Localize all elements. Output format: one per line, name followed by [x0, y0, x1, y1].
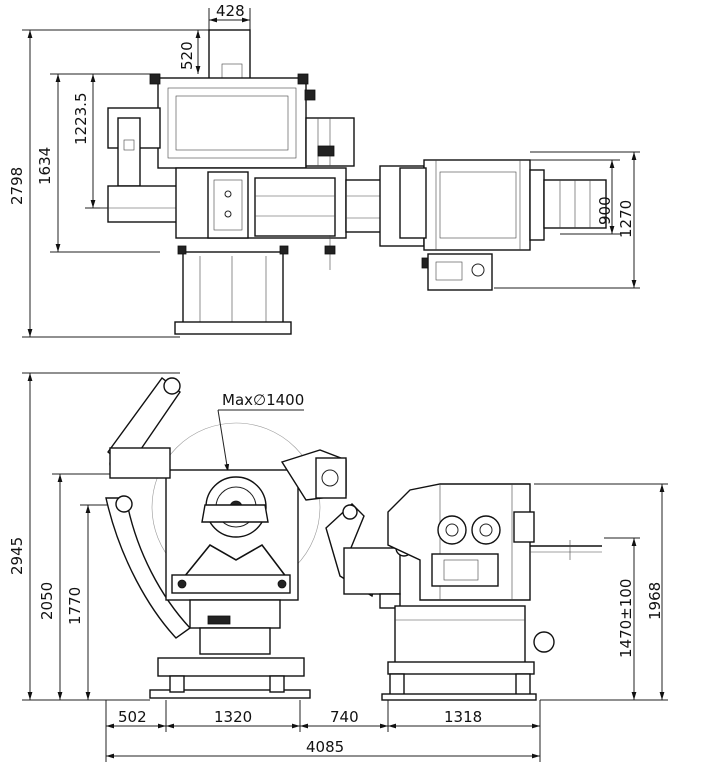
dim-900: 900 [530, 159, 620, 235]
coil-max-label: Max∅1400 [222, 391, 304, 409]
top-view: 428 520 2798 1634 1223.5 [8, 2, 640, 338]
dim-2050: 2050 [38, 473, 110, 700]
dim-label-2945: 2945 [8, 537, 26, 575]
dim-1770: 1770 [66, 504, 110, 700]
coil-label-group: Max∅1400 [217, 391, 304, 473]
dim-1968: 1968 [534, 483, 668, 701]
dim-label-1223: 1223.5 [72, 93, 90, 146]
dim-label-1320: 1320 [214, 708, 252, 726]
dim-label-1634: 1634 [36, 147, 54, 185]
dim-label-2798: 2798 [8, 167, 26, 205]
dim-label-900: 900 [596, 196, 614, 225]
dim-label-1270: 1270 [617, 200, 635, 238]
dim-label-520: 520 [178, 41, 196, 70]
dim-label-4085: 4085 [306, 738, 344, 756]
dim-bottom-segments: 502 1320 740 1318 [105, 700, 541, 762]
dim-label-1968: 1968 [646, 582, 664, 620]
dim-label-428: 428 [216, 2, 245, 20]
dim-1634: 1634 [36, 73, 160, 253]
dim-2798: 2798 [8, 29, 210, 338]
dim-520: 520 [178, 30, 201, 74]
dim-1470: 1470±100 [604, 537, 640, 700]
dim-2945: 2945 [8, 372, 180, 701]
dim-label-1770: 1770 [66, 587, 84, 625]
dim-4085: 4085 [106, 738, 540, 759]
dim-label-1470: 1470±100 [617, 579, 635, 658]
dim-1270: 1270 [494, 151, 640, 289]
side-view: 2945 2050 1770 Max∅1400 [8, 372, 668, 762]
dim-428: 428 [208, 2, 251, 30]
dim-label-740: 740 [330, 708, 359, 726]
dim-label-502: 502 [118, 708, 147, 726]
dim-label-2050: 2050 [38, 582, 56, 620]
dim-label-1318: 1318 [444, 708, 482, 726]
